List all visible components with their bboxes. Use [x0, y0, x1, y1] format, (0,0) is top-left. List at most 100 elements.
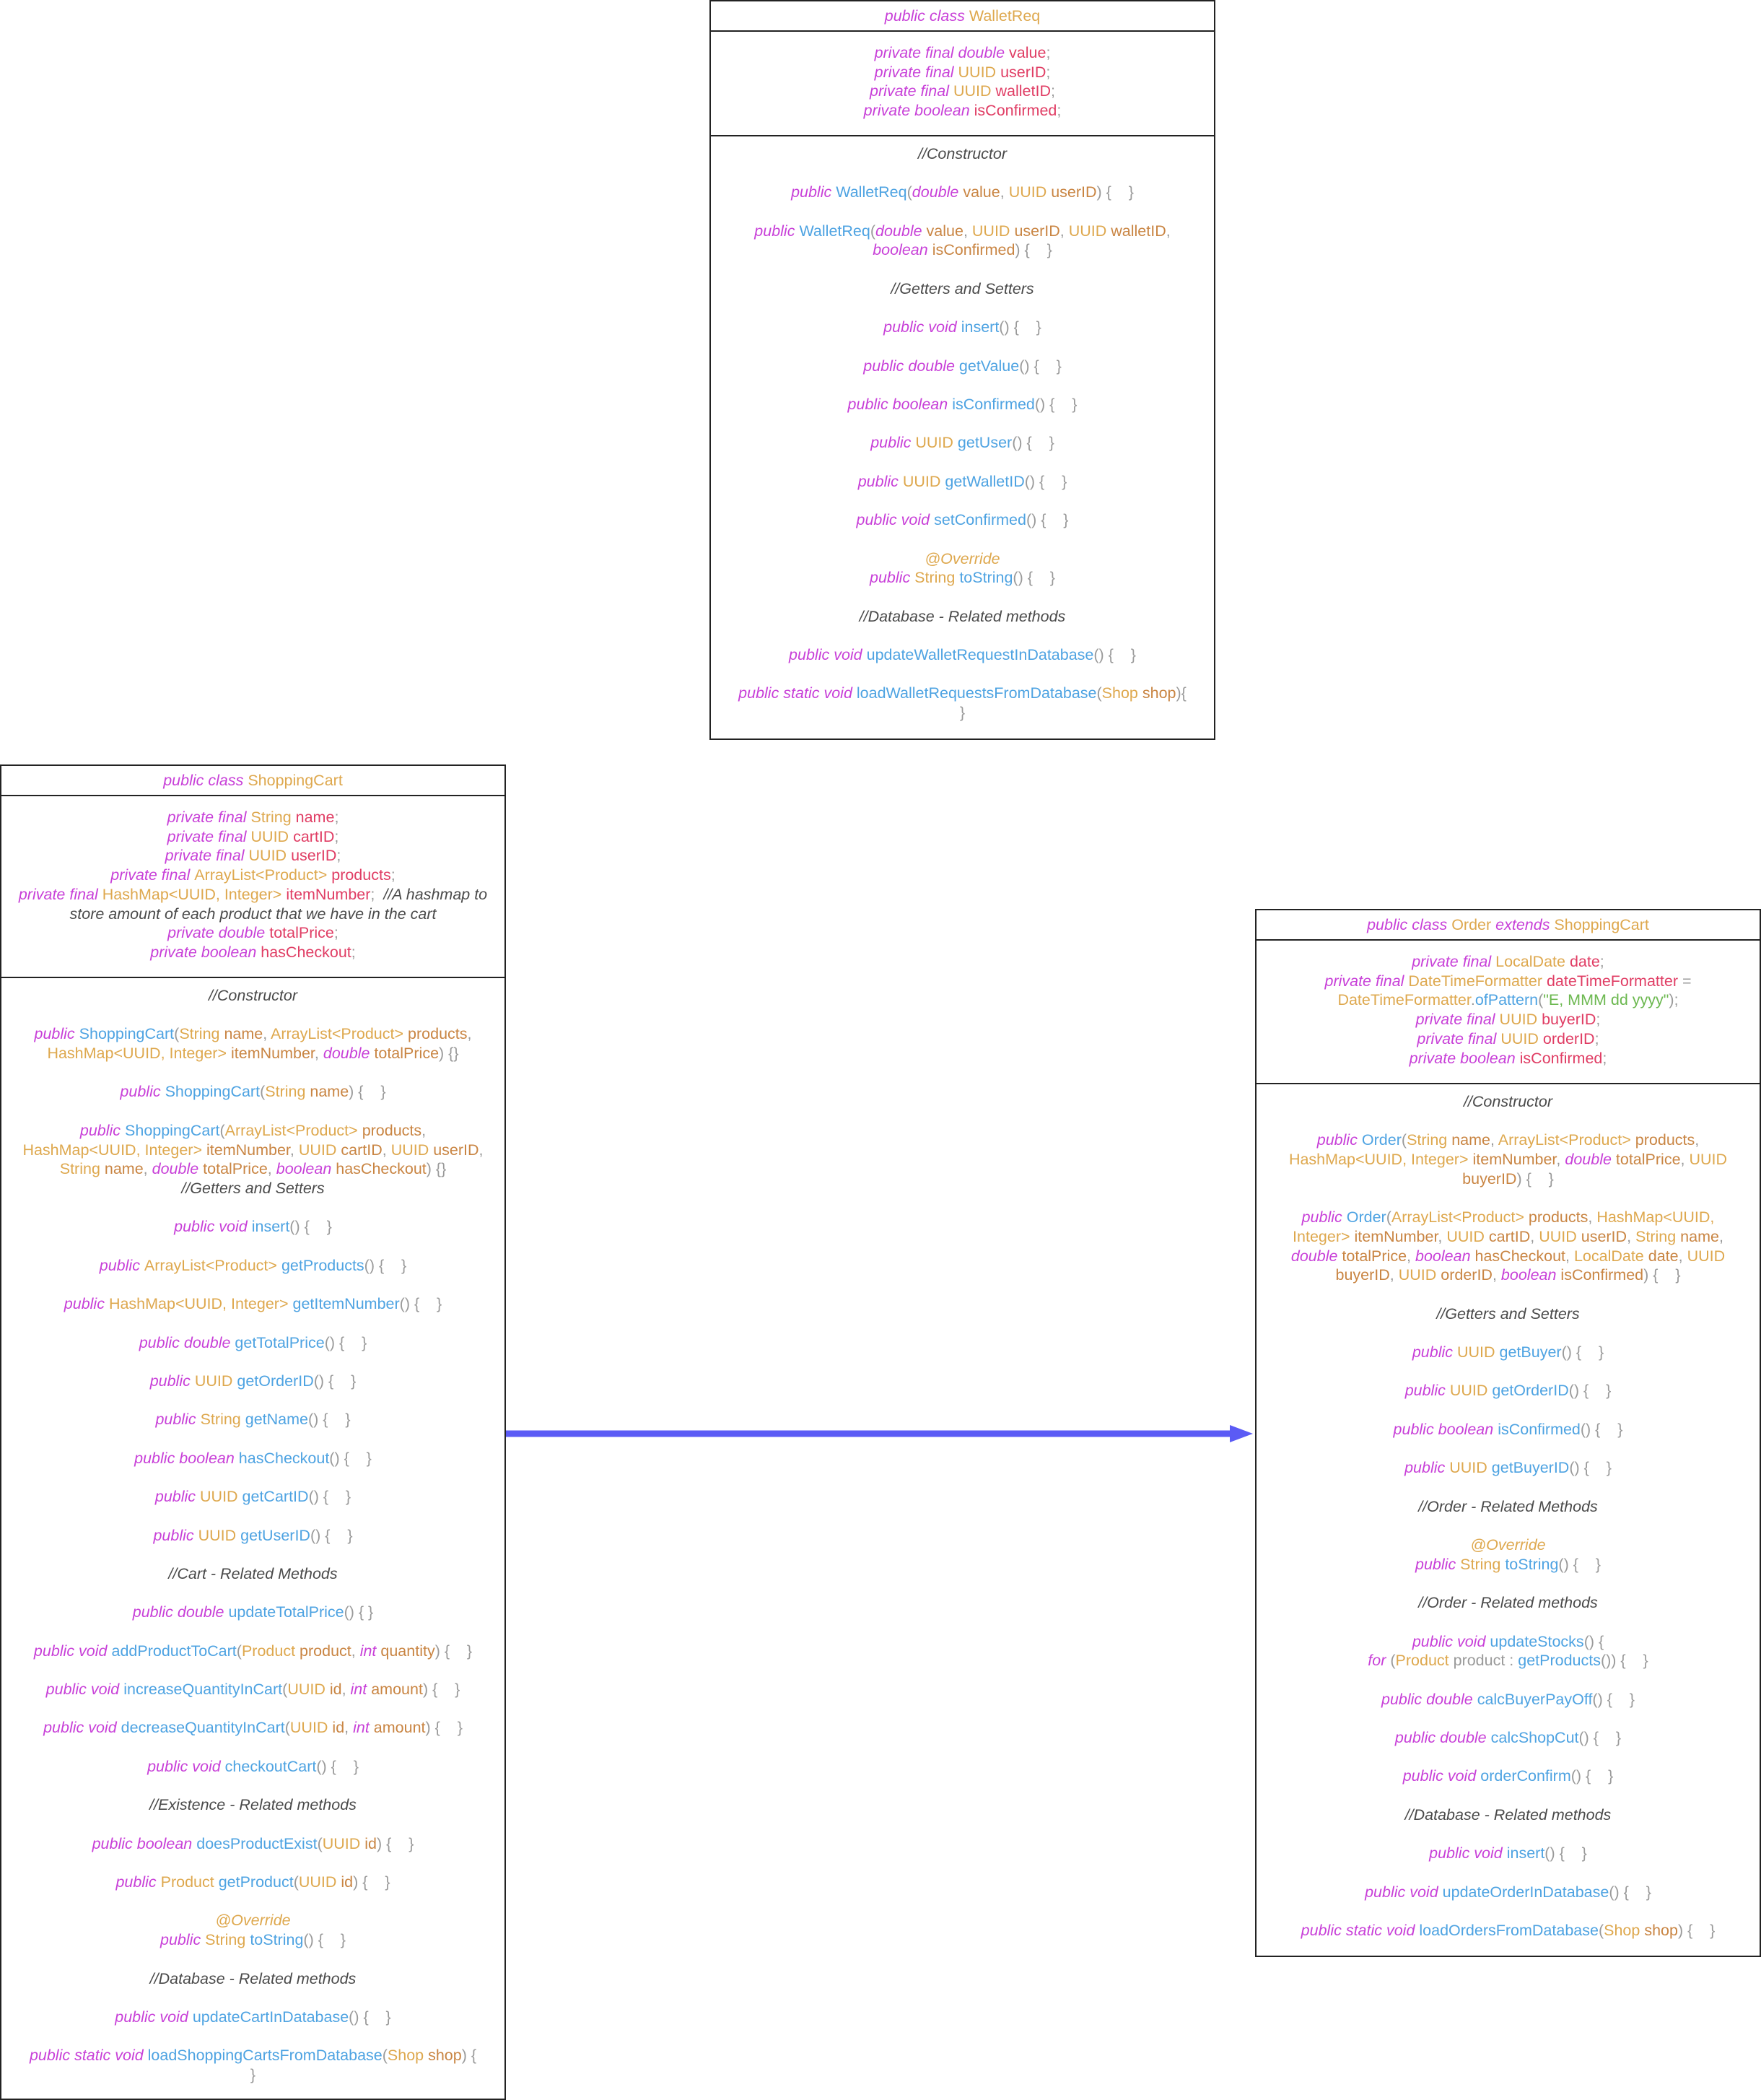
code-token: userID [433, 1141, 479, 1159]
order-class-box[interactable]: public class Order extends ShoppingCart … [1255, 909, 1761, 1957]
code-line: @Override [1, 1911, 504, 1930]
code-line: public HashMap<UUID, Integer> getItemNum… [1, 1294, 504, 1314]
code-token: ) { } [1015, 241, 1052, 259]
code-token: checkoutCart [224, 1757, 317, 1775]
code-token: () { } [310, 1526, 353, 1544]
code-token: () { } [1561, 1343, 1604, 1361]
code-token: "E, MMM dd yyyy" [1543, 991, 1669, 1009]
code-token: getProduct [218, 1873, 294, 1891]
code-line: public double calcShopCut() { } [1257, 1728, 1760, 1748]
code-token: ; [334, 809, 339, 826]
code-token: shop [1142, 684, 1176, 702]
code-token: getValue [958, 357, 1020, 375]
code-token: name [1680, 1227, 1719, 1245]
code-token: ; [1046, 44, 1051, 61]
code-token: public void [33, 1642, 112, 1660]
code-token: DateTimeFormatter [1337, 991, 1471, 1009]
code-token: () { } [1024, 472, 1067, 490]
code-token: updateTotalPrice [228, 1603, 344, 1621]
code-token: UUID [1446, 1227, 1489, 1245]
code-token: ( [284, 1719, 290, 1737]
code-token: isConfirmed [974, 102, 1057, 120]
code-token: addProductToCart [111, 1642, 237, 1660]
code-token: getUserID [240, 1526, 310, 1544]
code-token: private final [165, 847, 249, 865]
code-token: buyerID [1335, 1266, 1390, 1284]
code-token: UUID [248, 847, 292, 865]
code-token: isConfirmed [1498, 1420, 1581, 1438]
code-line: public String getName() { } [1, 1410, 504, 1429]
code-token: , [1678, 1247, 1687, 1265]
code-line: private final UUID userID; [1, 846, 504, 866]
code-token: String [205, 1931, 250, 1949]
code-token: buyerID [1462, 1169, 1517, 1188]
code-token: quantity [380, 1642, 435, 1660]
code-token: ( [1598, 1921, 1604, 1939]
code-token: () { } [399, 1295, 442, 1313]
code-token: ( [317, 1834, 323, 1852]
code-token: public [79, 1121, 126, 1139]
code-token: shop [1644, 1921, 1678, 1939]
code-token: , [289, 1141, 299, 1159]
code-token: ArrayList<Product> [271, 1025, 408, 1043]
code-token: updateStocks [1490, 1632, 1584, 1650]
code-token: products [331, 866, 391, 884]
code-token: () { } [308, 1488, 351, 1506]
code-token: () { [1583, 1632, 1604, 1650]
code-token: //Existence - Related methods [149, 1796, 357, 1814]
code-token: insert [1506, 1844, 1545, 1862]
code-token: LocalDate [1495, 953, 1570, 970]
code-token: () { } [1034, 396, 1078, 414]
code-token: , [344, 1719, 354, 1737]
code-token: public [154, 1488, 201, 1506]
shoppingcart-class-box[interactable]: public class ShoppingCart private final … [0, 764, 506, 2100]
code-token: ; [351, 943, 356, 961]
code-token: public boolean [134, 1449, 239, 1467]
code-token: boolean [1500, 1266, 1561, 1284]
code-token: HashMap<UUID, Integer> [1288, 1151, 1473, 1169]
code-token: int [350, 1681, 372, 1699]
code-line: public void decreaseQuantityInCart(UUID … [1, 1718, 504, 1738]
code-line: public WalletReq(double value, UUID user… [711, 222, 1214, 241]
code-token: public void [1429, 1844, 1507, 1862]
code-line: private boolean hasCheckout; [1, 943, 504, 962]
code-token: getWalletID [945, 472, 1025, 490]
code-line: store amount of each product that we hav… [1, 905, 504, 924]
code-line: public void checkoutCart() { } [1, 1757, 504, 1777]
code-line: public ArrayList<Product> getProducts() … [1, 1256, 504, 1276]
code-token: @Override [215, 1912, 291, 1930]
code-token: ArrayList<Product> [224, 1121, 362, 1139]
code-token: public boolean [92, 1834, 197, 1852]
code-line: public String toString() { } [711, 568, 1214, 588]
code-token: int [359, 1642, 381, 1660]
code-token: public [34, 1025, 79, 1043]
code-token: walletID [995, 82, 1051, 100]
code-line: //Constructor [1, 986, 504, 1006]
code-token: ShoppingCart [1554, 916, 1649, 933]
code-token: ArrayList<Product> [1498, 1131, 1635, 1149]
code-token: public [115, 1873, 161, 1891]
code-token: String [1407, 1131, 1452, 1149]
code-token: getItemNumber [292, 1295, 400, 1313]
code-token: public [754, 222, 800, 240]
code-token: walletID [1111, 222, 1166, 240]
code-line: private final UUID buyerID; [1257, 1010, 1760, 1029]
code-token: public [870, 569, 915, 587]
code-token: HashMap<UUID, Integer> [22, 1141, 206, 1159]
code-token: String [179, 1025, 224, 1043]
code-token: , [1627, 1227, 1636, 1245]
code-token: updateOrderInDatabase [1442, 1883, 1609, 1901]
code-token: private final [1324, 972, 1409, 990]
code-token: getUser [957, 434, 1013, 452]
code-line: //Existence - Related methods [1, 1795, 504, 1815]
code-line: private boolean isConfirmed; [711, 101, 1214, 121]
code-token: ( [1386, 1208, 1391, 1227]
code-line: public UUID getUser() { } [711, 433, 1214, 453]
code-token: @Override [1470, 1536, 1546, 1554]
code-line: public boolean doesProductExist(UUID id)… [1, 1834, 504, 1854]
code-token: isConfirmed [952, 396, 1035, 414]
code-line: public Order(String name, ArrayList<Prod… [1257, 1130, 1760, 1150]
code-token: UUID [1687, 1247, 1726, 1265]
walletreq-class-box[interactable]: public class WalletReq private final dou… [709, 0, 1215, 740]
